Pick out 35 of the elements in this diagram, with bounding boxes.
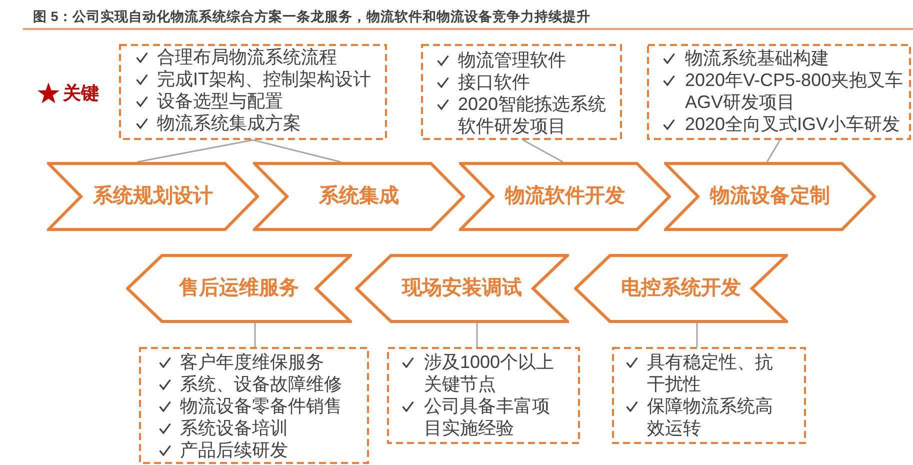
bullet-text: 产品后续研发 xyxy=(180,440,288,460)
step-label: 系统集成 xyxy=(319,185,399,207)
leader-line xyxy=(522,139,564,163)
bullet-text: 合理布局物流系统流程 xyxy=(157,47,337,67)
leader-line xyxy=(136,139,254,163)
bullet-text: 完成IT架构、控制架构设计 xyxy=(157,69,371,89)
bullet-text: 2020年V-CP5-800夹抱叉车AGV研发项目 xyxy=(685,70,904,112)
step-label: 售后运维服务 xyxy=(179,277,299,299)
bullet-text: 客户年度维保服务 xyxy=(180,352,324,372)
bullet-text: 2020全向叉式IGV小车研发 xyxy=(685,114,900,134)
bullet-text: 2020智能拣选系统软件研发项目 xyxy=(458,94,606,136)
bullet-text: 涉及1000个以上关键节点 xyxy=(424,352,554,394)
leader-line xyxy=(254,323,256,347)
step-label: 现场安装调试 xyxy=(402,277,522,299)
bullet-text: 公司具备丰富项目实施经验 xyxy=(424,396,550,438)
step-label: 物流设备定制 xyxy=(710,185,830,207)
step-label: 物流软件开发 xyxy=(505,185,625,207)
bullet-text: 系统、设备故障维修 xyxy=(180,374,342,394)
bullet-text: 物流设备零备件销售 xyxy=(180,396,342,416)
highlight-label: 关键 xyxy=(63,82,99,105)
leader-line xyxy=(766,140,781,162)
bullet-text: 设备选型与配置 xyxy=(157,91,283,111)
bullet-text: 具有稳定性、抗干扰性 xyxy=(647,352,773,394)
figure-title: 图 5：公司实现自动化物流系统综合方案一条龙服务，物流软件和物流设备竞争力持续提升 xyxy=(33,8,590,26)
bullet-text: 系统设备培训 xyxy=(180,418,288,438)
bullet-text: 物流管理软件 xyxy=(458,50,566,70)
step-label: 电控系统开发 xyxy=(621,277,741,299)
leader-line xyxy=(696,323,698,347)
bullet-text: 物流系统集成方案 xyxy=(157,113,301,133)
leader-line xyxy=(252,139,342,163)
step-label: 系统规划设计 xyxy=(93,185,213,207)
bullet-text: 物流系统基础构建 xyxy=(685,48,829,68)
bullet-text: 保障物流系统高效运转 xyxy=(647,396,773,438)
leader-line xyxy=(476,323,478,347)
bullet-text: 接口软件 xyxy=(458,72,530,92)
